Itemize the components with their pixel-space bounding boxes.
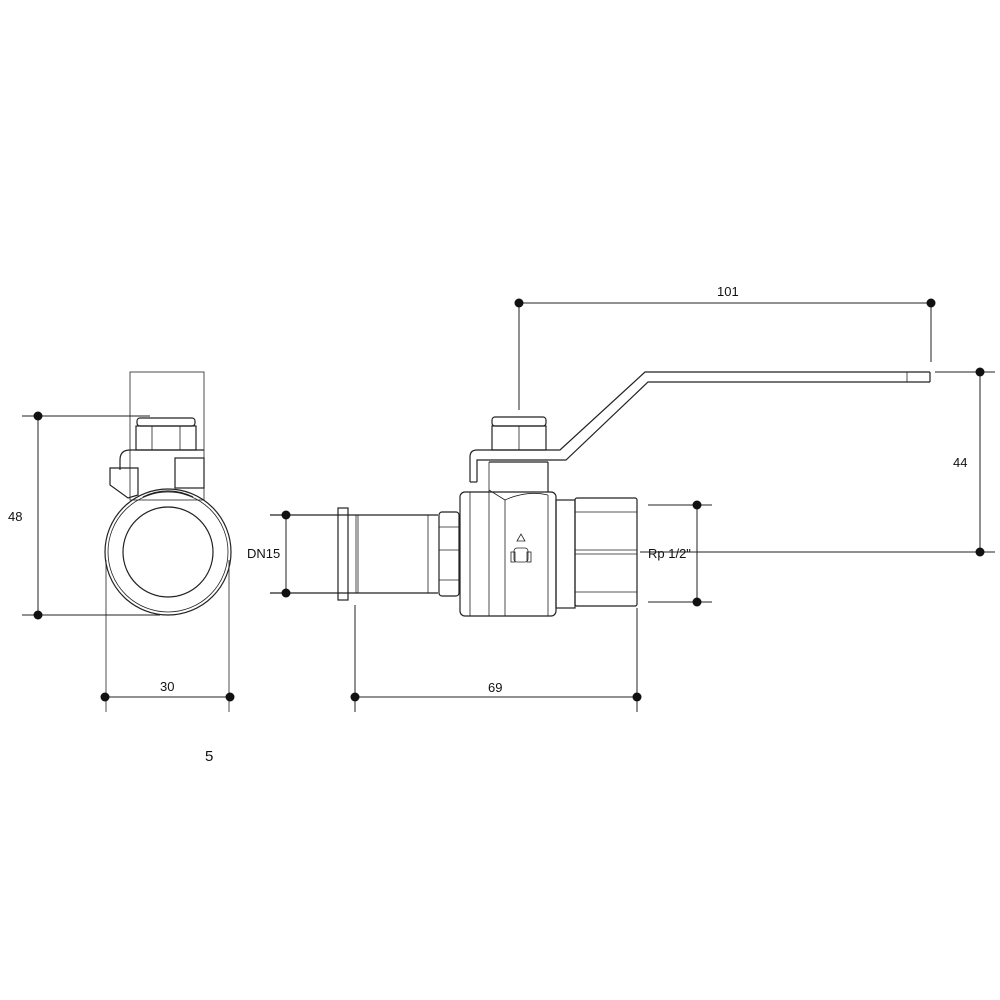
label-handle-height: 44	[953, 455, 967, 470]
dimension-handle-height	[640, 367, 995, 557]
dimension-handle-length	[514, 298, 936, 410]
dimension-pipe	[281, 510, 291, 598]
dimension-thread	[648, 500, 712, 607]
label-length: 69	[488, 680, 502, 695]
page-number: 5	[205, 748, 213, 765]
label-pipe-size: DN15	[247, 546, 280, 561]
label-handle-length: 101	[717, 284, 739, 299]
dimension-width	[100, 692, 235, 702]
dimension-height	[22, 411, 160, 620]
valve-logo-icon	[510, 533, 532, 563]
side-view	[270, 371, 931, 617]
label-thread-size: Rp 1/2"	[648, 546, 691, 561]
end-view	[104, 371, 232, 712]
dimension-length	[350, 605, 642, 712]
label-width: 30	[160, 679, 174, 694]
label-height: 48	[8, 509, 22, 524]
